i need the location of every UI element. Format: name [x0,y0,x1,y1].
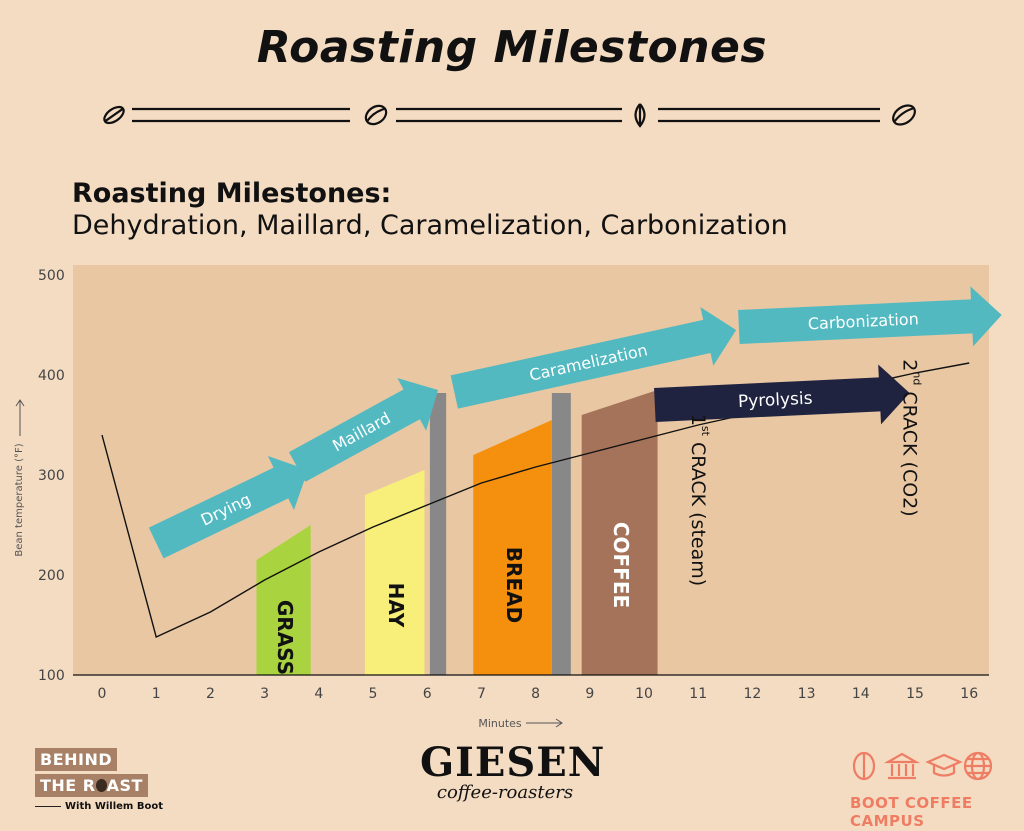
aroma-bar-label: BREAD [502,547,526,623]
coffee-bean-icon [364,104,388,126]
y-axis-label: Bean temperature (°F) [14,399,25,557]
y-tick-label: 100 [38,668,65,684]
divider-ornament [103,103,916,128]
x-tick-label: 12 [743,686,761,702]
aroma-bar-hay [364,470,425,675]
arrow-shape [654,364,910,425]
x-tick-label: 15 [906,686,924,702]
aroma-bar-label: COFFEE [609,522,633,608]
aroma-bar-coffee [581,390,658,675]
graduation-cap-icon [925,753,963,777]
y-tick-label: 200 [38,568,65,584]
giesen-logo: GIESEN coffee-roasters [420,739,606,803]
x-tick-label: 1 [152,686,161,702]
x-tick-label: 2 [206,686,215,702]
boot-coffee-campus-logo: BOOT COFFEE CAMPUS [850,750,1024,830]
x-tick-label: 6 [423,686,432,702]
y-tick-label: 400 [38,368,65,384]
y-axis-arrowhead [15,399,25,407]
giesen-name: GIESEN [420,739,606,786]
x-tick-label: 3 [260,686,269,702]
x-tick-label: 9 [585,686,594,702]
arrow-label: Pyrolysis [738,389,814,412]
x-tick-label: 14 [852,686,870,702]
globe-icon [963,751,993,781]
chart-subtitle: Roasting Milestones: [72,178,392,209]
gray-bars [429,393,571,675]
leaf-icon [103,105,125,125]
x-tick-label: 8 [531,686,540,702]
x-tick-label: 11 [689,686,707,702]
building-icon [883,752,921,780]
arrow-drying: Drying [148,455,308,559]
arrow-pyrolysis: Pyrolysis [654,364,910,425]
x-axis-arrowhead [555,718,563,728]
page-title: Roasting Milestones [256,22,768,73]
phases-text: Dehydration, Maillard, Caramelization, C… [72,210,788,241]
arrow-shape [148,455,308,559]
x-tick-label: 7 [477,686,486,702]
logo-tagline: With Willem Boot [65,801,163,812]
x-tick-label: 16 [960,686,978,702]
x-axis-label: Minutes [478,717,522,730]
aroma-bar-label: HAY [384,583,408,628]
arrow-carbonization: Carbonization [738,286,1002,347]
arrow-shape [450,307,737,409]
roast-chart: Bean temperature (°F) GRASS HAY BREAD COFFE… [14,268,1002,730]
crack-annotation-2: 2nd CRACK (CO2) [899,359,924,516]
phase-arrows: DryingMaillardCaramelizationCarbonizatio… [148,286,1002,559]
crack-annotations: 1st CRACK (steam) 2nd CRACK (CO2) [688,359,924,586]
campus-name: BOOT COFFEE CAMPUS [850,794,973,830]
arrow-maillard: Maillard [288,378,439,482]
x-tick-label: 5 [369,686,378,702]
x-tick-label: 0 [98,686,107,702]
x-tick-label: 4 [314,686,323,702]
coffee-bean-icon [852,751,876,781]
x-tick-label: 13 [798,686,816,702]
aroma-bar-label: GRASS [273,600,297,675]
logo-line-1: BEHIND [35,748,118,771]
giesen-tagline: coffee-roasters [436,782,574,803]
arrow-shape [738,286,1002,347]
roasted-bean-icon [892,104,916,126]
gray-bar-0 [429,393,447,675]
aroma-bar-bread [473,420,552,675]
crack-annotation-1: 1st CRACK (steam) [688,414,713,586]
gray-bar-1 [551,393,571,675]
y-tick-label: 300 [38,468,65,484]
coffee-bean-icon [95,779,107,792]
aroma-bars: GRASS HAY BREAD COFFEE [256,390,658,675]
campus-icons [852,751,993,781]
y-tick-label: 500 [38,268,65,284]
x-tick-label: 10 [635,686,653,702]
arrow-shape [288,378,439,482]
y-axis-title: Bean temperature (°F) [14,443,25,556]
seed-icon [634,103,646,128]
